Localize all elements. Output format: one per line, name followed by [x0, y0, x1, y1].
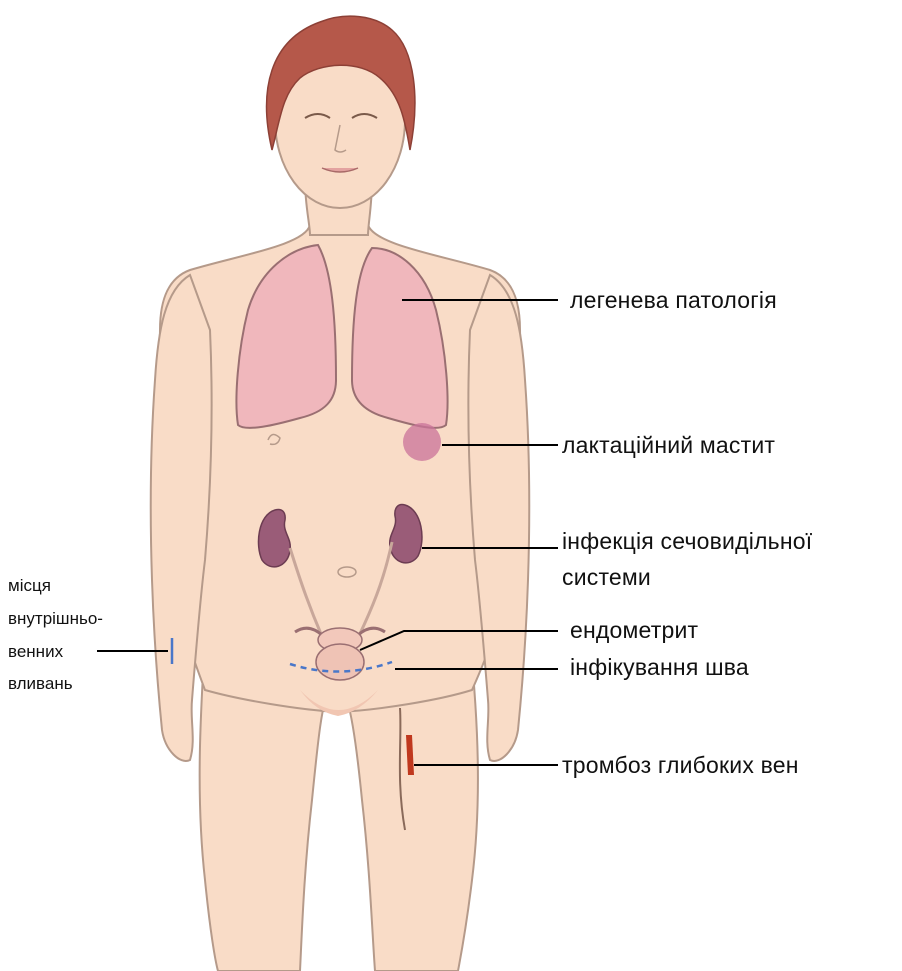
bladder — [316, 644, 364, 680]
label-endometritis: ендометрит — [570, 615, 698, 645]
label-suture-infection: інфікування шва — [570, 652, 749, 682]
right-arm — [468, 275, 529, 761]
label-urinary-infection-line2: системи — [562, 562, 651, 592]
label-deep-vein-thrombosis: тромбоз глибоких вен — [562, 750, 799, 780]
label-iv-sites-line3: венних — [8, 638, 63, 665]
mastitis-patch — [403, 423, 441, 461]
label-iv-sites-line4: вливань — [8, 670, 73, 697]
label-lung-pathology: легенева патологія — [570, 285, 777, 315]
label-lactational-mastitis: лактаційний мастит — [562, 430, 775, 460]
label-urinary-infection-line1: інфекція сечовидільної — [562, 526, 812, 556]
label-iv-sites-line2: внутрішньо- — [8, 605, 103, 632]
body-silhouette — [151, 16, 529, 971]
label-iv-sites-line1: місця — [8, 572, 51, 599]
